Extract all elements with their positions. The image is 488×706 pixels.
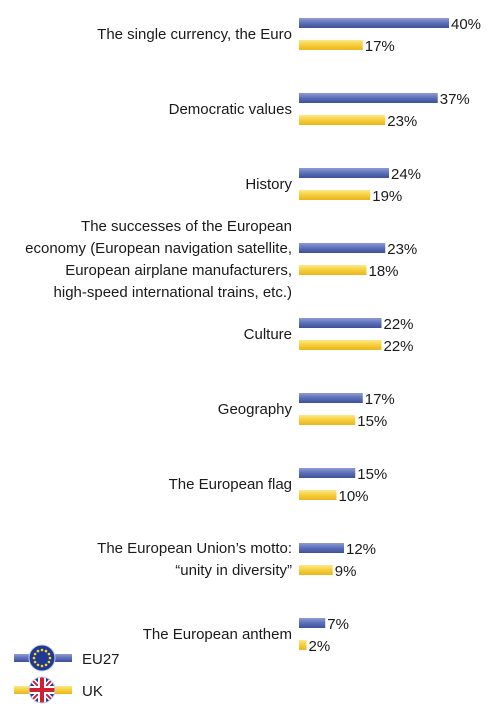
bar-uk — [299, 265, 367, 275]
category-label-line: “unity in diversity” — [175, 562, 292, 579]
category-label-line: Democratic values — [169, 101, 292, 118]
bar-uk — [299, 565, 333, 575]
bar-eu27 — [299, 93, 438, 103]
value-label-eu27: 40% — [451, 16, 481, 33]
bar-eu27 — [299, 168, 389, 178]
plot-area: The single currency, the Euro 40% 17% Democ… — [25, 16, 481, 655]
category-label: Culture — [244, 326, 292, 343]
value-label-uk: 18% — [369, 263, 399, 280]
category-label-line: The single currency, the Euro — [97, 26, 292, 43]
eu-star — [32, 656, 36, 660]
bar-eu27 — [299, 18, 449, 28]
value-label-uk: 10% — [339, 488, 369, 505]
category-label: Geography — [218, 401, 293, 418]
value-label-uk: 15% — [357, 413, 387, 430]
category-label: Democratic values — [169, 101, 292, 118]
value-label-uk: 9% — [335, 563, 357, 580]
value-label-uk: 23% — [387, 113, 417, 130]
category-label: The single currency, the Euro — [97, 26, 292, 43]
category-label-line: high-speed international trains, etc.) — [54, 284, 292, 301]
eu-star — [36, 663, 40, 667]
category-label: History — [245, 176, 292, 193]
category-label: The successes of the European economy (Eu… — [25, 218, 292, 301]
eu-star — [48, 656, 52, 660]
value-label-uk: 2% — [309, 638, 331, 655]
bar-uk — [299, 415, 356, 425]
bar-uk — [299, 640, 307, 650]
category-label-line: Geography — [218, 401, 293, 418]
value-label-eu27: 24% — [391, 166, 421, 183]
value-label-uk: 22% — [384, 338, 414, 355]
eu-star — [44, 663, 48, 667]
bar-uk — [299, 115, 386, 125]
legend: EU27 UK — [14, 644, 120, 704]
category-label-line: European airplane manufacturers, — [65, 262, 292, 279]
eu-star — [47, 660, 51, 664]
category-label: The European anthem — [143, 626, 292, 643]
bar-uk — [299, 40, 363, 50]
value-label-eu27: 7% — [327, 616, 349, 633]
eu-star — [40, 664, 44, 668]
category-label-line: History — [245, 176, 292, 193]
legend-label-eu27: EU27 — [82, 651, 120, 668]
legend-item-uk: UK — [14, 676, 103, 704]
eu-star — [36, 649, 40, 653]
eu-star — [33, 652, 37, 656]
bar-eu27 — [299, 318, 382, 328]
value-label-eu27: 12% — [346, 541, 376, 558]
value-label-eu27: 37% — [440, 91, 470, 108]
uk-flag-icon — [28, 676, 56, 704]
eu-flag-icon — [28, 644, 56, 672]
legend-label-uk: UK — [82, 683, 103, 700]
category-label: The European Union’s motto: “unity in div… — [97, 540, 292, 579]
category-label-line: The European anthem — [143, 626, 292, 643]
category-label-line: The successes of the European — [81, 218, 292, 235]
bar-eu27 — [299, 543, 344, 553]
value-label-eu27: 22% — [384, 316, 414, 333]
bar-eu27 — [299, 393, 363, 403]
value-label-eu27: 23% — [387, 241, 417, 258]
bar-eu27 — [299, 468, 356, 478]
bar-uk — [299, 190, 371, 200]
category-label-line: The European Union’s motto: — [97, 540, 292, 557]
eu-star — [40, 648, 44, 652]
bar-uk — [299, 490, 337, 500]
bar-uk — [299, 340, 382, 350]
bar-eu27 — [299, 618, 326, 628]
eu-star — [44, 649, 48, 653]
category-label-line: The European flag — [169, 476, 292, 493]
value-label-eu27: 17% — [365, 391, 395, 408]
value-label-eu27: 15% — [357, 466, 387, 483]
category-label-line: economy (European navigation satellite, — [25, 240, 292, 257]
category-label-line: Culture — [244, 326, 292, 343]
eu-star — [47, 652, 51, 656]
value-label-uk: 17% — [365, 38, 395, 55]
value-label-uk: 19% — [372, 188, 402, 205]
category-label: The European flag — [169, 476, 292, 493]
eu-star — [33, 660, 37, 664]
legend-item-eu27: EU27 — [14, 644, 120, 672]
bar-eu27 — [299, 243, 386, 253]
